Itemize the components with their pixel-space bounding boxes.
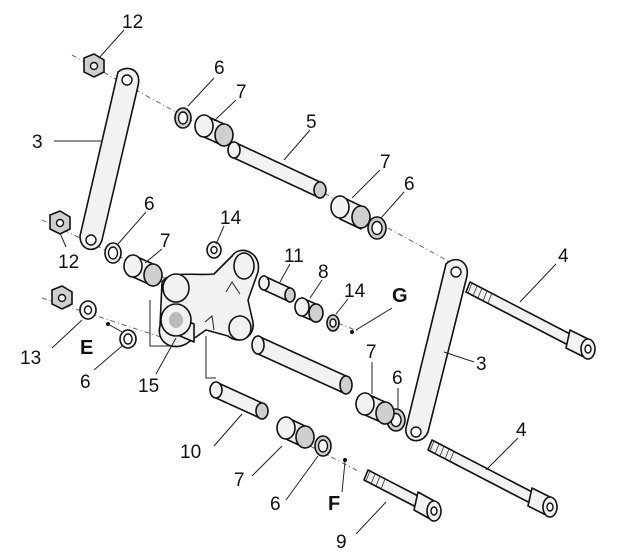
label-14-b: 14	[344, 281, 366, 302]
bushing-7-d	[355, 392, 395, 425]
bushing-7-c	[123, 254, 163, 287]
label-6-a: 6	[214, 58, 225, 79]
seal-ring-6-b	[104, 242, 122, 264]
bushing-7-e	[276, 416, 315, 449]
label-14-a: 14	[220, 208, 242, 229]
seal-ring-6-d	[119, 329, 137, 349]
label-7-b: 7	[380, 152, 391, 173]
label-11: 11	[284, 246, 304, 267]
label-13: 13	[20, 348, 41, 369]
leader-lines	[51, 29, 557, 535]
label-3-left: 3	[32, 132, 43, 153]
label-12-middle: 12	[58, 252, 79, 273]
label-9: 9	[336, 532, 347, 553]
washer-14-upper	[206, 241, 222, 259]
nut-12-lower	[51, 285, 73, 310]
label-3-right: 3	[476, 354, 487, 375]
bushing-8	[294, 297, 324, 323]
label-7-a: 7	[236, 82, 247, 103]
label-8: 8	[318, 262, 329, 283]
sleeve-11	[258, 275, 296, 303]
sleeve-center	[251, 335, 353, 395]
label-5: 5	[306, 112, 317, 133]
seal-ring-6-c	[367, 216, 387, 240]
bolt-4-upper	[465, 281, 596, 360]
label-12-top: 12	[122, 12, 143, 33]
bushing-7-b	[330, 195, 371, 230]
seal-ring-6-f	[314, 435, 332, 457]
label-7-c: 7	[160, 231, 171, 252]
label-4-upper: 4	[558, 246, 569, 267]
label-F: F	[328, 493, 340, 515]
bushing-7-a	[194, 114, 234, 147]
label-6-f: 6	[270, 494, 281, 515]
label-6-d: 6	[80, 372, 91, 393]
label-6-c: 6	[144, 194, 155, 215]
label-7-e: 7	[234, 470, 245, 491]
washer-13	[79, 300, 97, 320]
label-10: 10	[180, 442, 201, 463]
rocker-arm-15	[158, 249, 260, 348]
sleeve-5	[227, 141, 327, 199]
seal-ring-6-a	[174, 107, 192, 129]
label-7-d: 7	[366, 342, 377, 363]
bracket-lines	[149, 300, 216, 379]
label-4-lower: 4	[516, 420, 527, 441]
bolt-9	[363, 469, 442, 522]
part-labels: 12 3 6 7 5 7 6 6 14 7 12 4 11 8 14 G 13 …	[20, 12, 569, 553]
label-6-e: 6	[392, 368, 403, 389]
label-15: 15	[138, 376, 159, 397]
link-plate-right	[405, 258, 469, 442]
grease-points	[106, 322, 354, 462]
bolt-4-lower	[427, 439, 558, 518]
sleeve-10	[209, 381, 269, 420]
nut-12-top	[83, 53, 105, 78]
link-plate-left	[79, 67, 140, 251]
washer-14-lower	[326, 314, 340, 332]
label-6-b: 6	[404, 174, 415, 195]
label-E: E	[80, 337, 93, 359]
nut-12-middle	[49, 210, 71, 235]
label-G: G	[392, 285, 408, 307]
